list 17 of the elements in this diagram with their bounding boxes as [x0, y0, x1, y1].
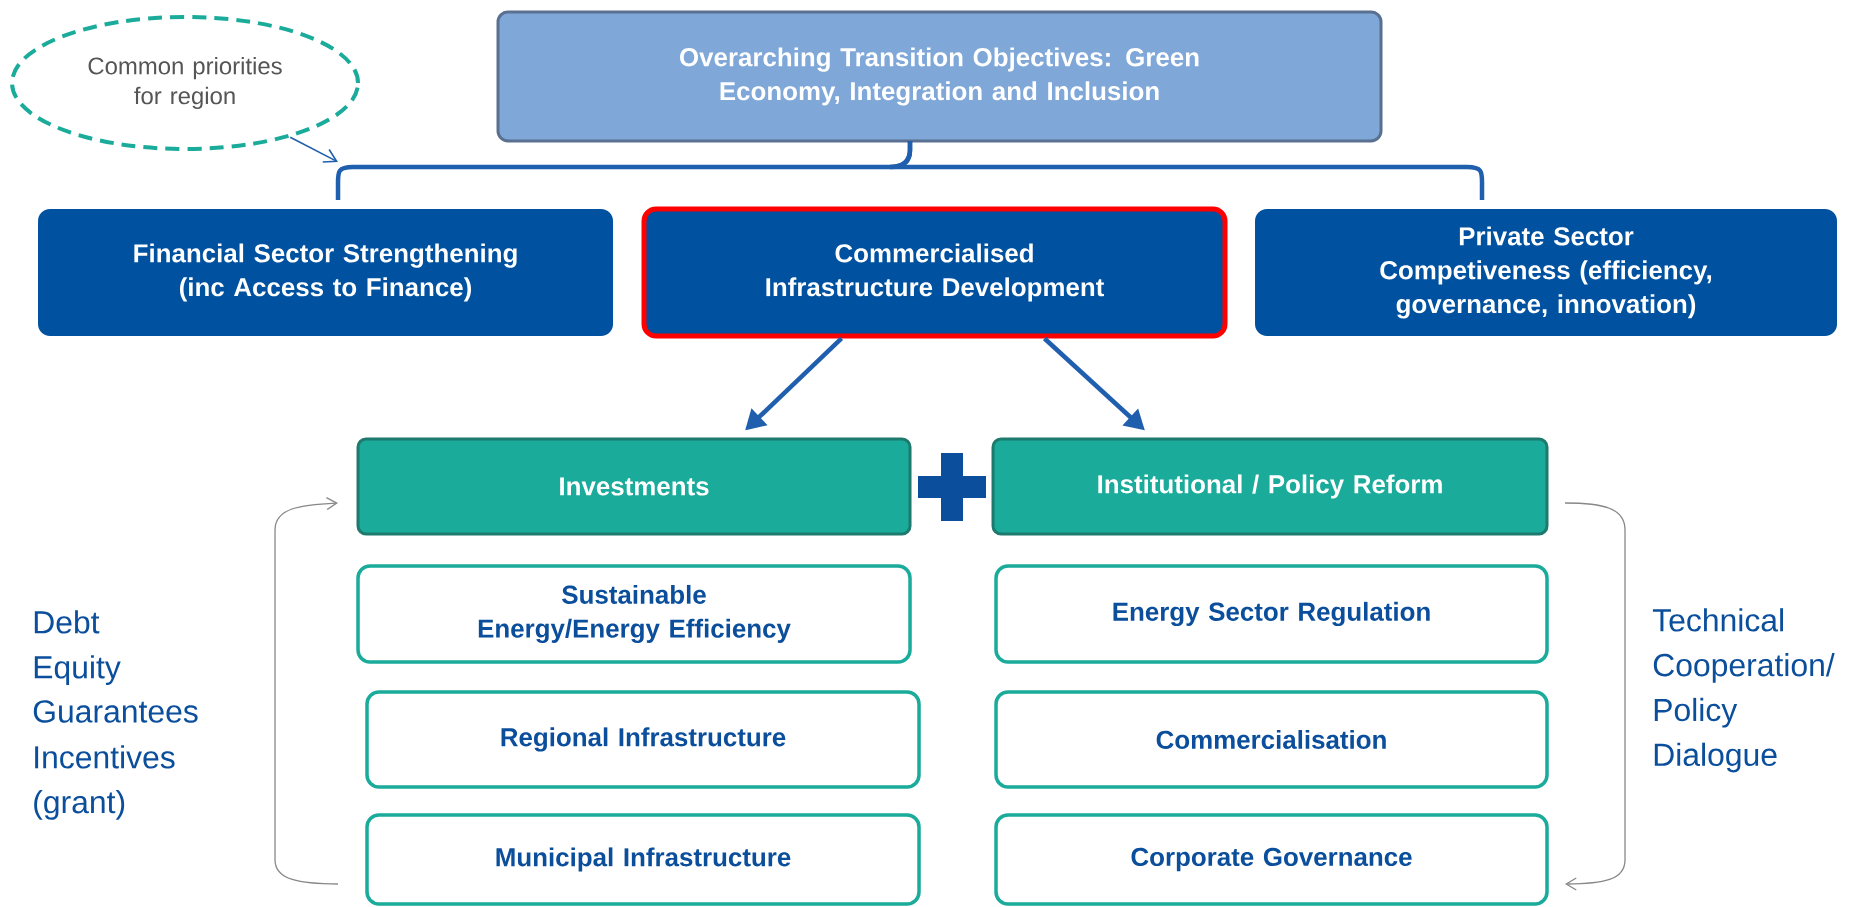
- item-box: Corporate Governance: [994, 813, 1549, 906]
- item-box: Sustainable Energy/Energy Efficiency: [356, 564, 912, 664]
- item-box: Energy Sector Regulation: [994, 564, 1549, 664]
- side-label: Guarantees: [33, 700, 198, 723]
- item-box: Commercialisation: [994, 690, 1549, 789]
- pillar-box: Private Sector Competiveness (efficiency, governance, innovation): [1255, 209, 1837, 336]
- pillar-box: Financial Sector Strengthening (inc Access to Finance): [38, 209, 613, 336]
- item-box: Municipal Infrastructure: [365, 813, 921, 906]
- objective-box: Overarching Transition Objectives: Green Economy, Integration and Inclusion: [496, 10, 1383, 143]
- header-box: Investments: [356, 437, 912, 536]
- item-box: Regional Infrastructure: [365, 690, 921, 789]
- side-label: Incentives (grant): [34, 745, 175, 820]
- side-label: Equity: [34, 655, 121, 685]
- side-label: Technical Cooperation/ Policy Dialogue: [1652, 608, 1835, 773]
- pillar-box: Commercialised Infrastructure Development: [641, 206, 1228, 339]
- side-label: Debt: [34, 610, 100, 634]
- header-box: Institutional / Policy Reform: [991, 437, 1549, 536]
